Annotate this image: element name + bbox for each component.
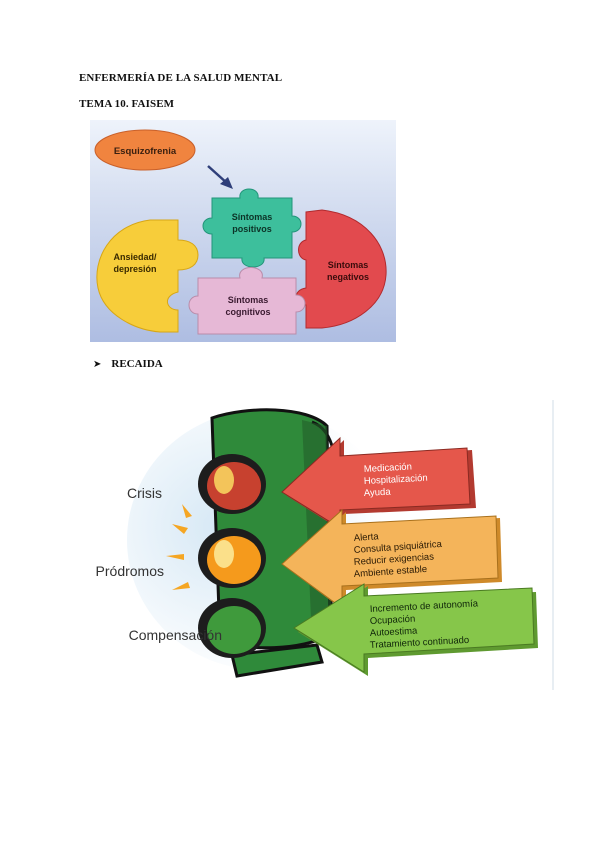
red-light bbox=[198, 454, 266, 514]
cognitivos-piece bbox=[188, 267, 306, 335]
esquizofrenia-ellipse bbox=[94, 129, 196, 171]
positivos-label-2: positivos bbox=[232, 224, 272, 234]
cognitivos-label-2: cognitivos bbox=[225, 307, 270, 317]
orange-arrow-item: Alerta bbox=[353, 531, 379, 544]
cognitivos-label: Síntomas bbox=[228, 295, 269, 305]
ansiedad-label: Ansiedad/ bbox=[113, 252, 157, 262]
ansiedad-piece bbox=[96, 219, 199, 333]
topic-title: TEMA 10. FAISEM bbox=[79, 98, 175, 110]
orange-arrow-item: Ambiente estable bbox=[353, 564, 427, 580]
document-title: ENFERMERÍA DE LA SALUD MENTAL bbox=[79, 72, 283, 84]
negativos-label-2: negativos bbox=[327, 272, 369, 282]
light-rays-icon bbox=[166, 504, 192, 590]
crisis-label: Crisis bbox=[127, 485, 162, 501]
compensacion-label: Compensación bbox=[129, 627, 222, 643]
green-arrow: Incremento de autonomía Ocupación Autoes… bbox=[293, 583, 538, 676]
arrow-icon bbox=[207, 165, 233, 189]
ansiedad-label-2: depresión bbox=[113, 264, 156, 274]
red-arrow-item: Hospitalización bbox=[364, 473, 428, 487]
orange-arrow: Alerta Consulta psiquiátrica Reducir exi… bbox=[281, 508, 502, 612]
red-arrow: Medicación Hospitalización Ayuda bbox=[281, 436, 476, 532]
prodromos-label: Pródromos bbox=[96, 563, 164, 579]
traffic-light-diagram: Crisis Pródromos Compensación Medicación… bbox=[72, 400, 554, 690]
green-light bbox=[198, 598, 266, 658]
bullet-arrow-icon: ➤ bbox=[93, 359, 102, 370]
esquizofrenia-label: Esquizofrenia bbox=[114, 146, 177, 157]
negativos-label: Síntomas bbox=[328, 260, 369, 270]
red-arrow-item: Ayuda bbox=[364, 487, 392, 499]
puzzle-diagram: Esquizofrenia Ansiedad/ depresión Síntom… bbox=[90, 120, 396, 342]
red-arrow-item: Medicación bbox=[364, 461, 413, 475]
green-arrow-item: Autoestima bbox=[370, 625, 419, 639]
negativos-piece bbox=[295, 209, 387, 329]
green-arrow-item: Ocupación bbox=[370, 614, 416, 627]
relapse-title: RECAIDA bbox=[111, 358, 163, 370]
relapse-heading: ➤ RECAIDA bbox=[93, 358, 163, 370]
yellow-light bbox=[198, 528, 266, 588]
positivos-label: Síntomas bbox=[232, 212, 273, 222]
positivos-piece bbox=[202, 188, 302, 268]
green-arrow-item: Tratamiento continuado bbox=[370, 635, 470, 651]
